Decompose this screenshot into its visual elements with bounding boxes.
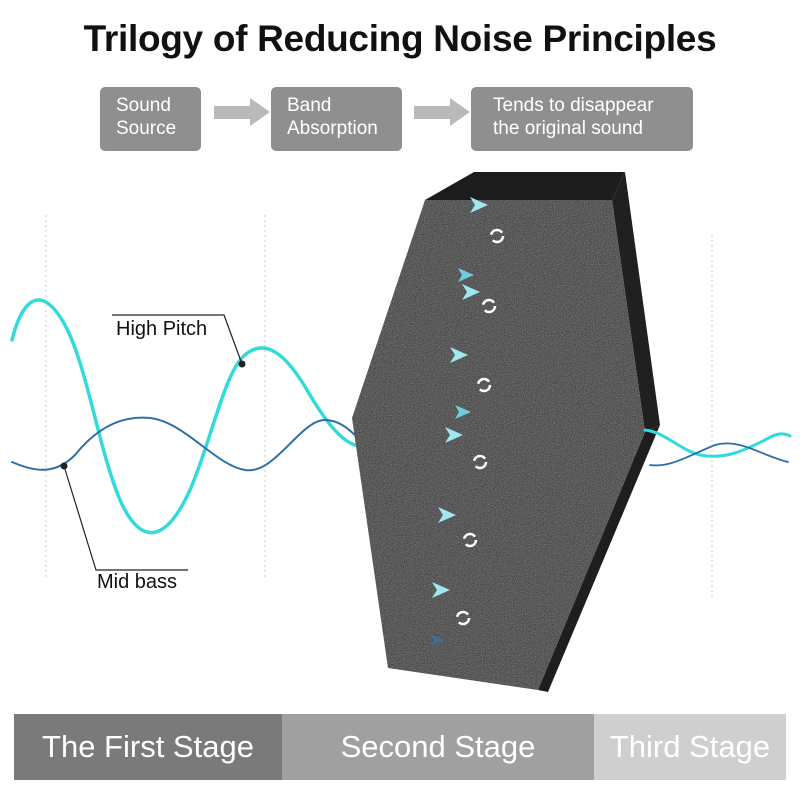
high-pitch-marker	[238, 360, 246, 368]
swirl-icon	[472, 454, 488, 470]
flow-box-line: Source	[116, 118, 177, 139]
wind-arrow-icon	[458, 268, 474, 282]
high-pitch-leader	[112, 314, 243, 365]
stage-first: The First Stage	[14, 714, 282, 780]
high-pitch-wave	[10, 298, 422, 535]
flow-box-line: Tends to disappear	[493, 95, 654, 116]
stage-second: Second Stage	[282, 714, 594, 780]
swirl-icon	[455, 610, 471, 626]
flow-box-band-absorption: Band Absorption	[271, 87, 402, 151]
stage-third: Third Stage	[594, 714, 786, 780]
high-pitch-wave-attenuated	[643, 428, 792, 458]
swirl-icon	[476, 377, 492, 393]
flow-box-line: Absorption	[287, 118, 378, 139]
swirl-icon	[481, 298, 497, 314]
foam-panel-edge	[612, 172, 660, 432]
wind-arrow-icon	[470, 197, 488, 213]
swirl-icon	[462, 532, 478, 548]
swirl-icon	[489, 228, 505, 244]
flow-box-sound-source: Sound Source	[100, 87, 201, 151]
flow-box-line: Sound	[116, 95, 171, 116]
wind-arrow-icon	[438, 507, 456, 523]
wind-arrow-icon	[445, 427, 463, 443]
wind-arrow-icon	[455, 405, 471, 419]
foam-panel	[352, 200, 645, 690]
flow-box-line: the original sound	[493, 118, 643, 139]
mid-bass-leader	[63, 465, 188, 571]
wind-arrow-icon	[432, 582, 450, 598]
absorption-icons	[430, 197, 505, 646]
mid-bass-marker	[60, 462, 68, 470]
page-title: Trilogy of Reducing Noise Principles	[83, 18, 717, 59]
foam-panel-side	[425, 172, 625, 200]
high-pitch-label: High Pitch	[116, 318, 208, 340]
flow-box-line: Band	[287, 95, 332, 116]
foam-panel-edge	[538, 425, 660, 692]
flow-box-disappear: Tends to disappear the original sound	[471, 87, 693, 151]
mid-bass-label: Mid bass	[97, 571, 178, 593]
wind-arrow-icon	[462, 284, 480, 300]
mid-bass-wave-attenuated	[649, 442, 789, 467]
wind-arrow-icon	[430, 634, 444, 646]
wind-arrow-icon	[450, 347, 468, 363]
